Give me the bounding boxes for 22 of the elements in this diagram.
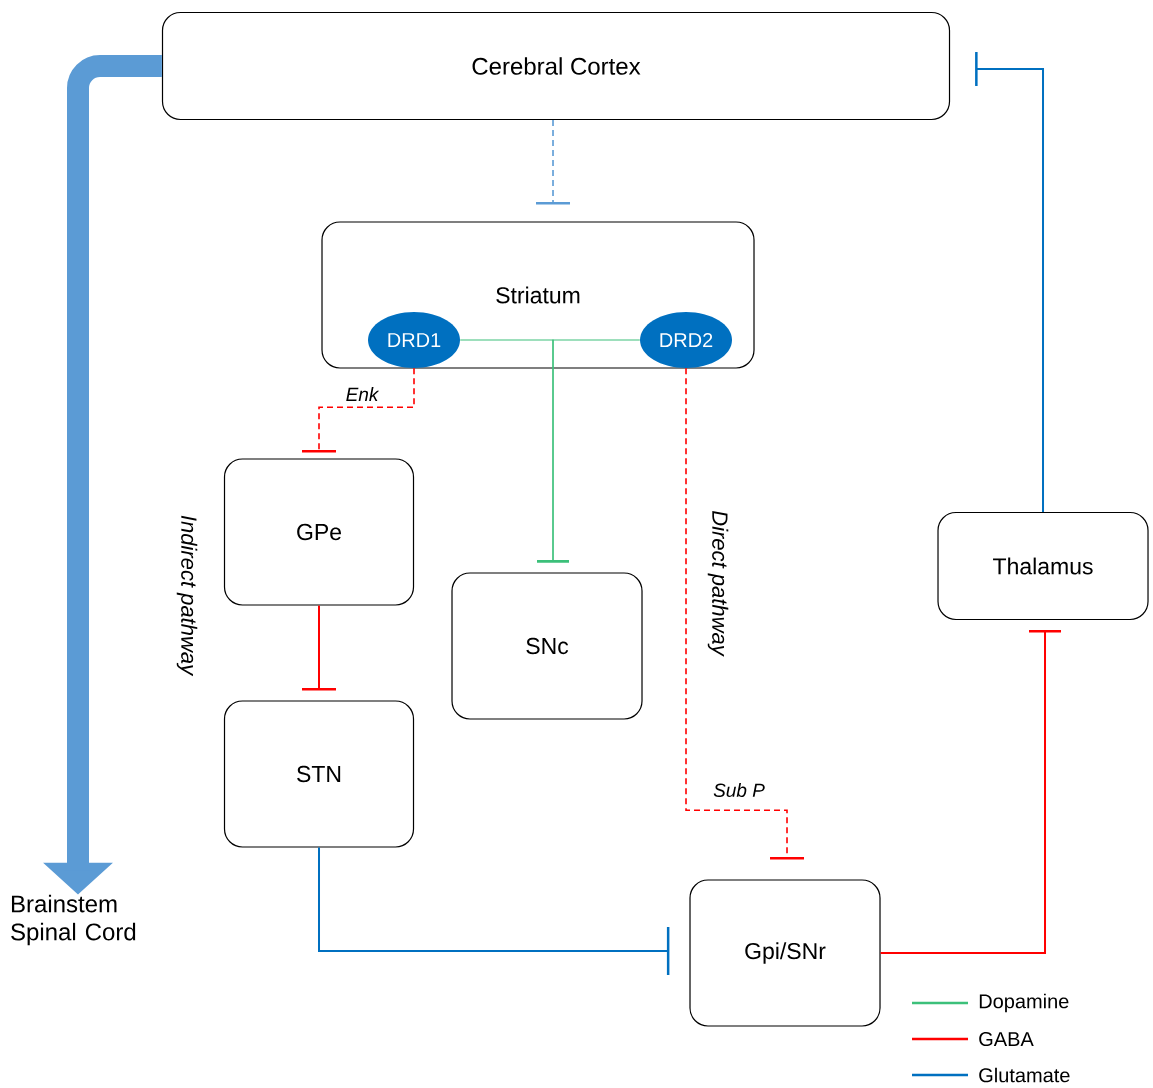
process-box: Thalamus [937,511,1149,621]
process-box: Gpi/SNr [689,879,881,1027]
inhibition-line [318,846,670,975]
inhibition-line [685,367,804,860]
inhibition-line [302,367,415,453]
legend-label: GABA [979,1031,1034,1047]
target-label: Brainstem Spinal Cord [11,894,136,946]
inhibition-line [975,52,1044,513]
pathway-label: Indirect pathway [176,515,198,677]
inhibition-line [537,339,641,563]
process-box: STN [223,700,415,848]
edge-label: Enk [344,386,380,402]
process-box: Cerebral Cortex [161,11,951,121]
legend-label: Glutamate [979,1067,1070,1083]
pathway-label: Direct pathway [707,510,729,657]
inhibition-line [879,630,1061,954]
process-box: GPe [223,458,415,606]
edge-label: Sub P [712,782,766,798]
process-box: SNc [451,572,643,720]
legend-label: Dopamine [979,993,1069,1013]
inhibition-line [536,119,570,205]
inhibition-line [302,604,336,691]
